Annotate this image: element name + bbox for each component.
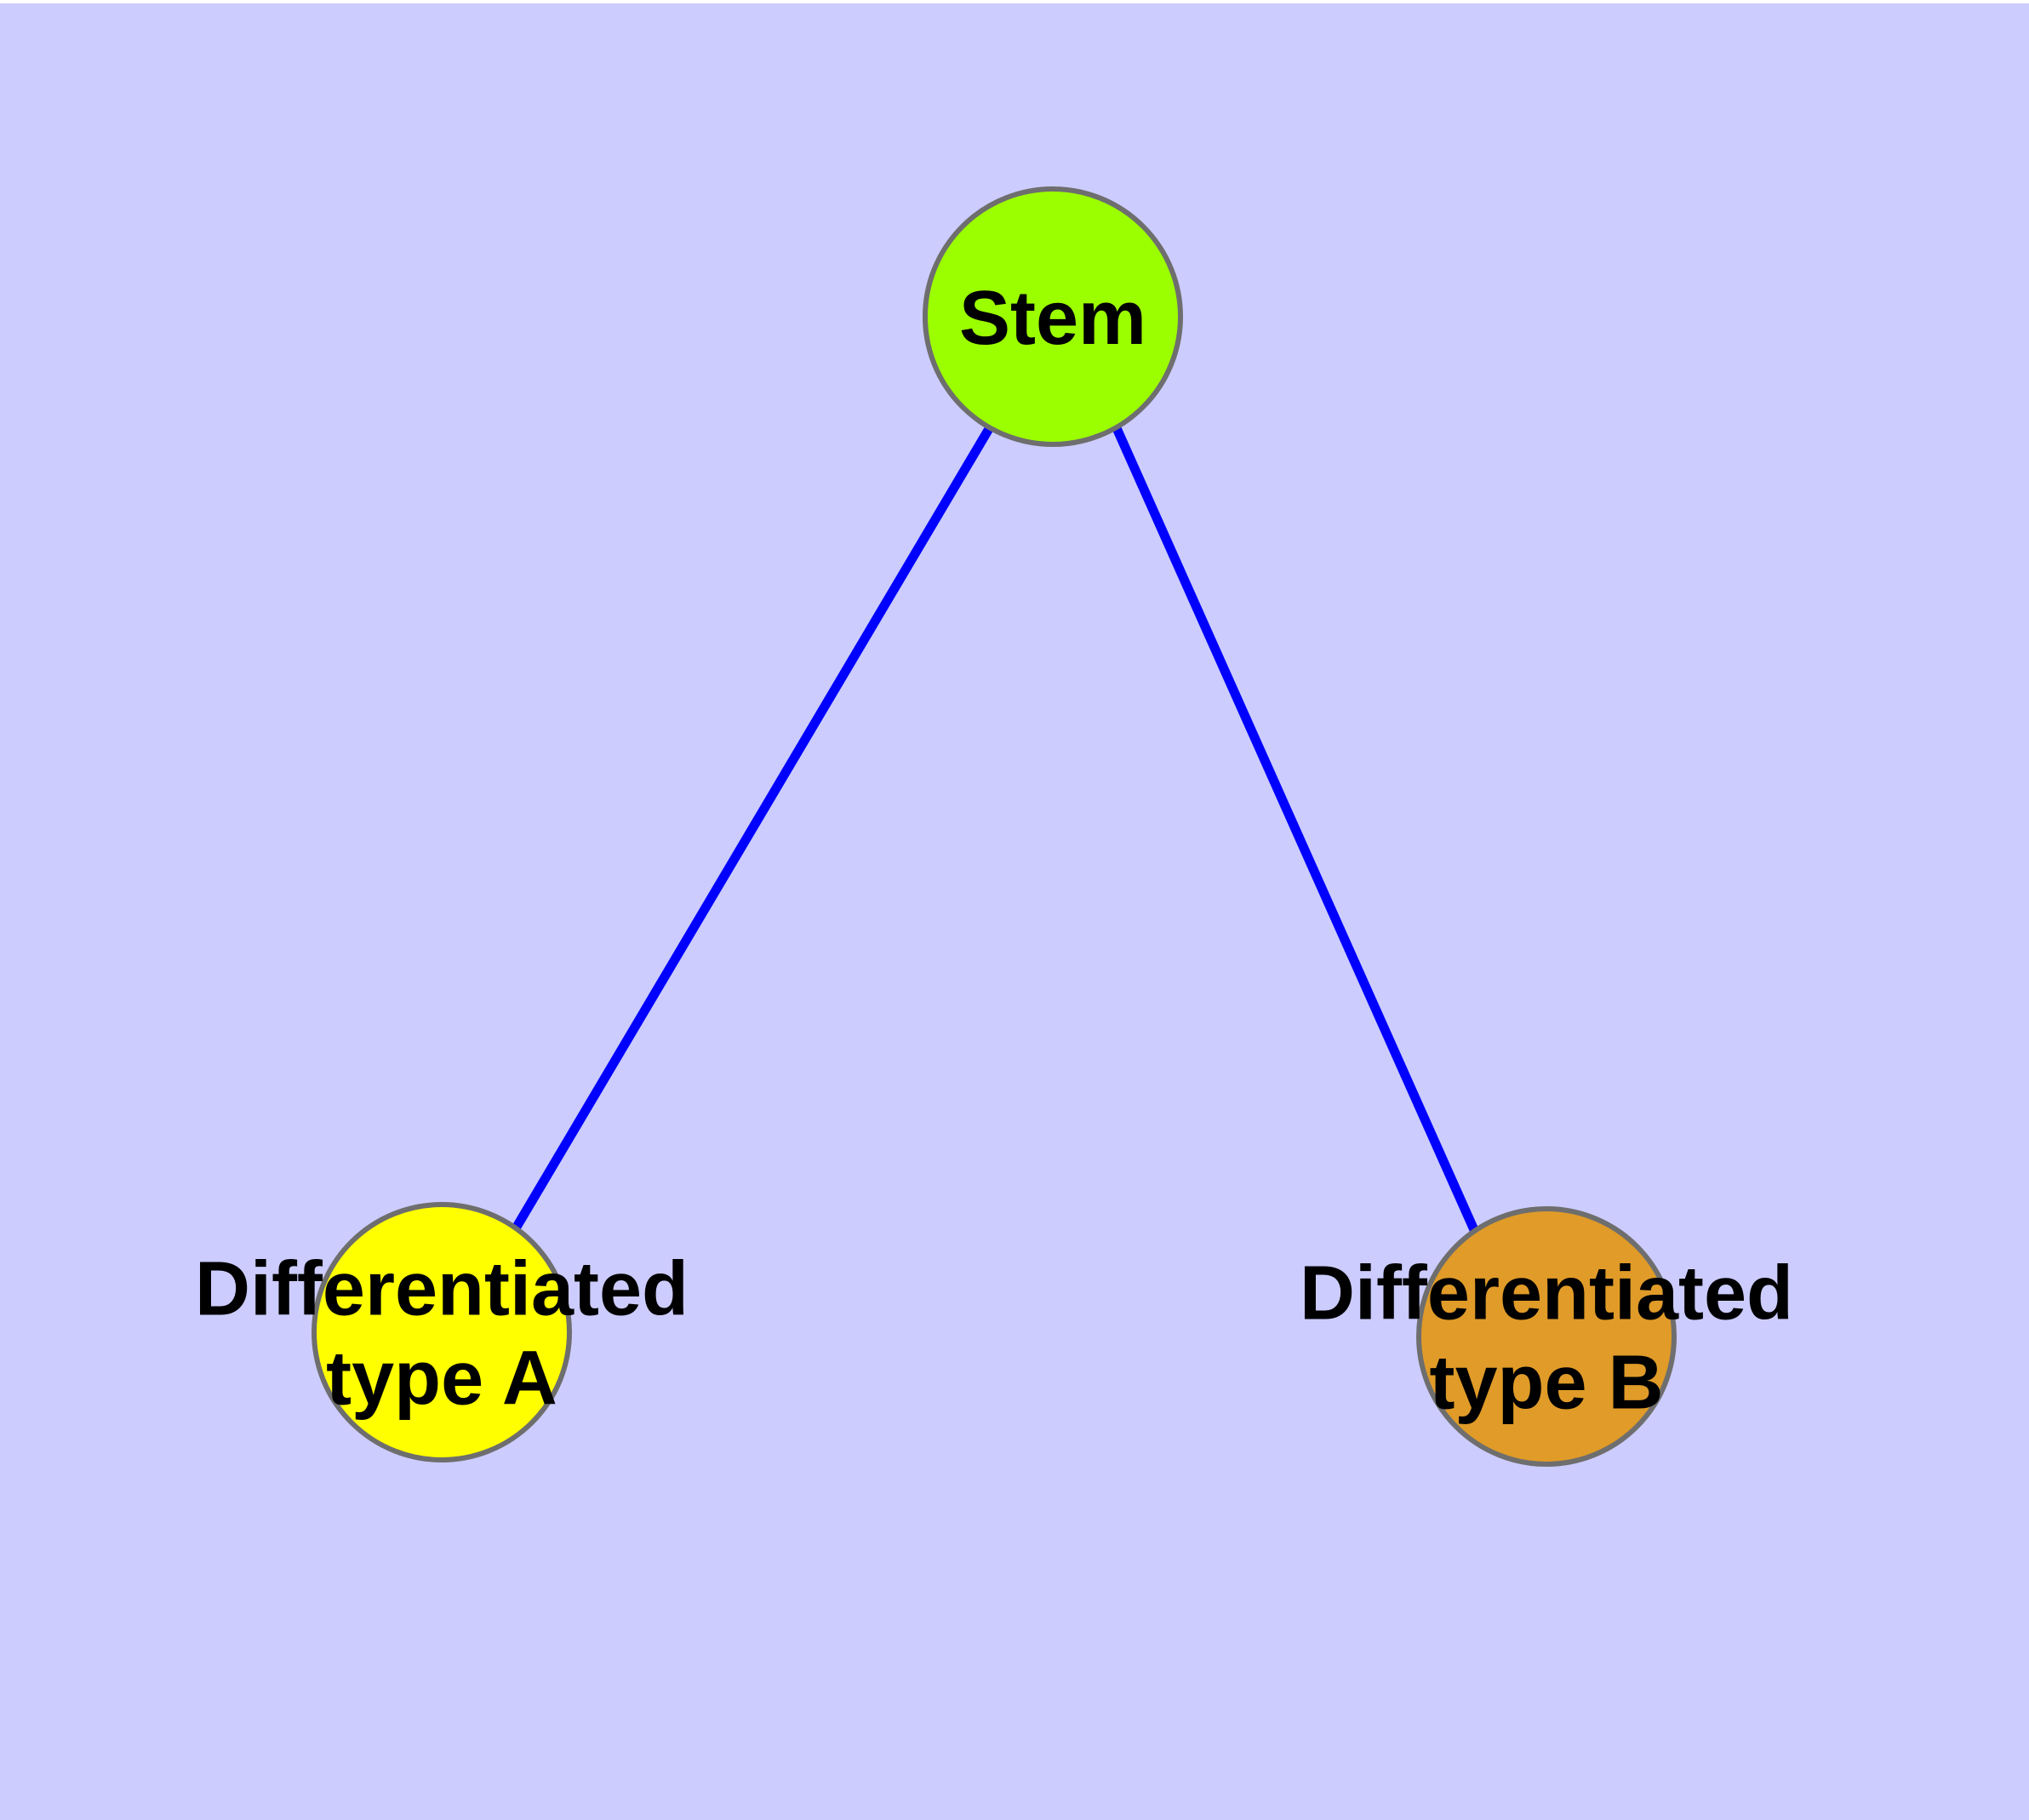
node-stem[interactable] [923,186,1183,447]
node-label-line: type B [1429,1340,1663,1425]
node-label-line: Differentiated [1300,1251,1793,1336]
edge-stem-to-diff-b[interactable] [1112,426,1480,1234]
edge-stem-to-diff-a[interactable] [512,425,994,1231]
nodes-layer [311,186,1677,1467]
node-label-line: type A [326,1336,557,1421]
node-label-line: Differentiated [195,1246,689,1331]
node-label-stem: Stem [959,276,1146,361]
edges-layer [512,425,1480,1234]
node-diff_b[interactable] [1416,1206,1677,1467]
node-diff_a[interactable] [311,1202,572,1462]
node-label-line: Stem [959,276,1146,361]
